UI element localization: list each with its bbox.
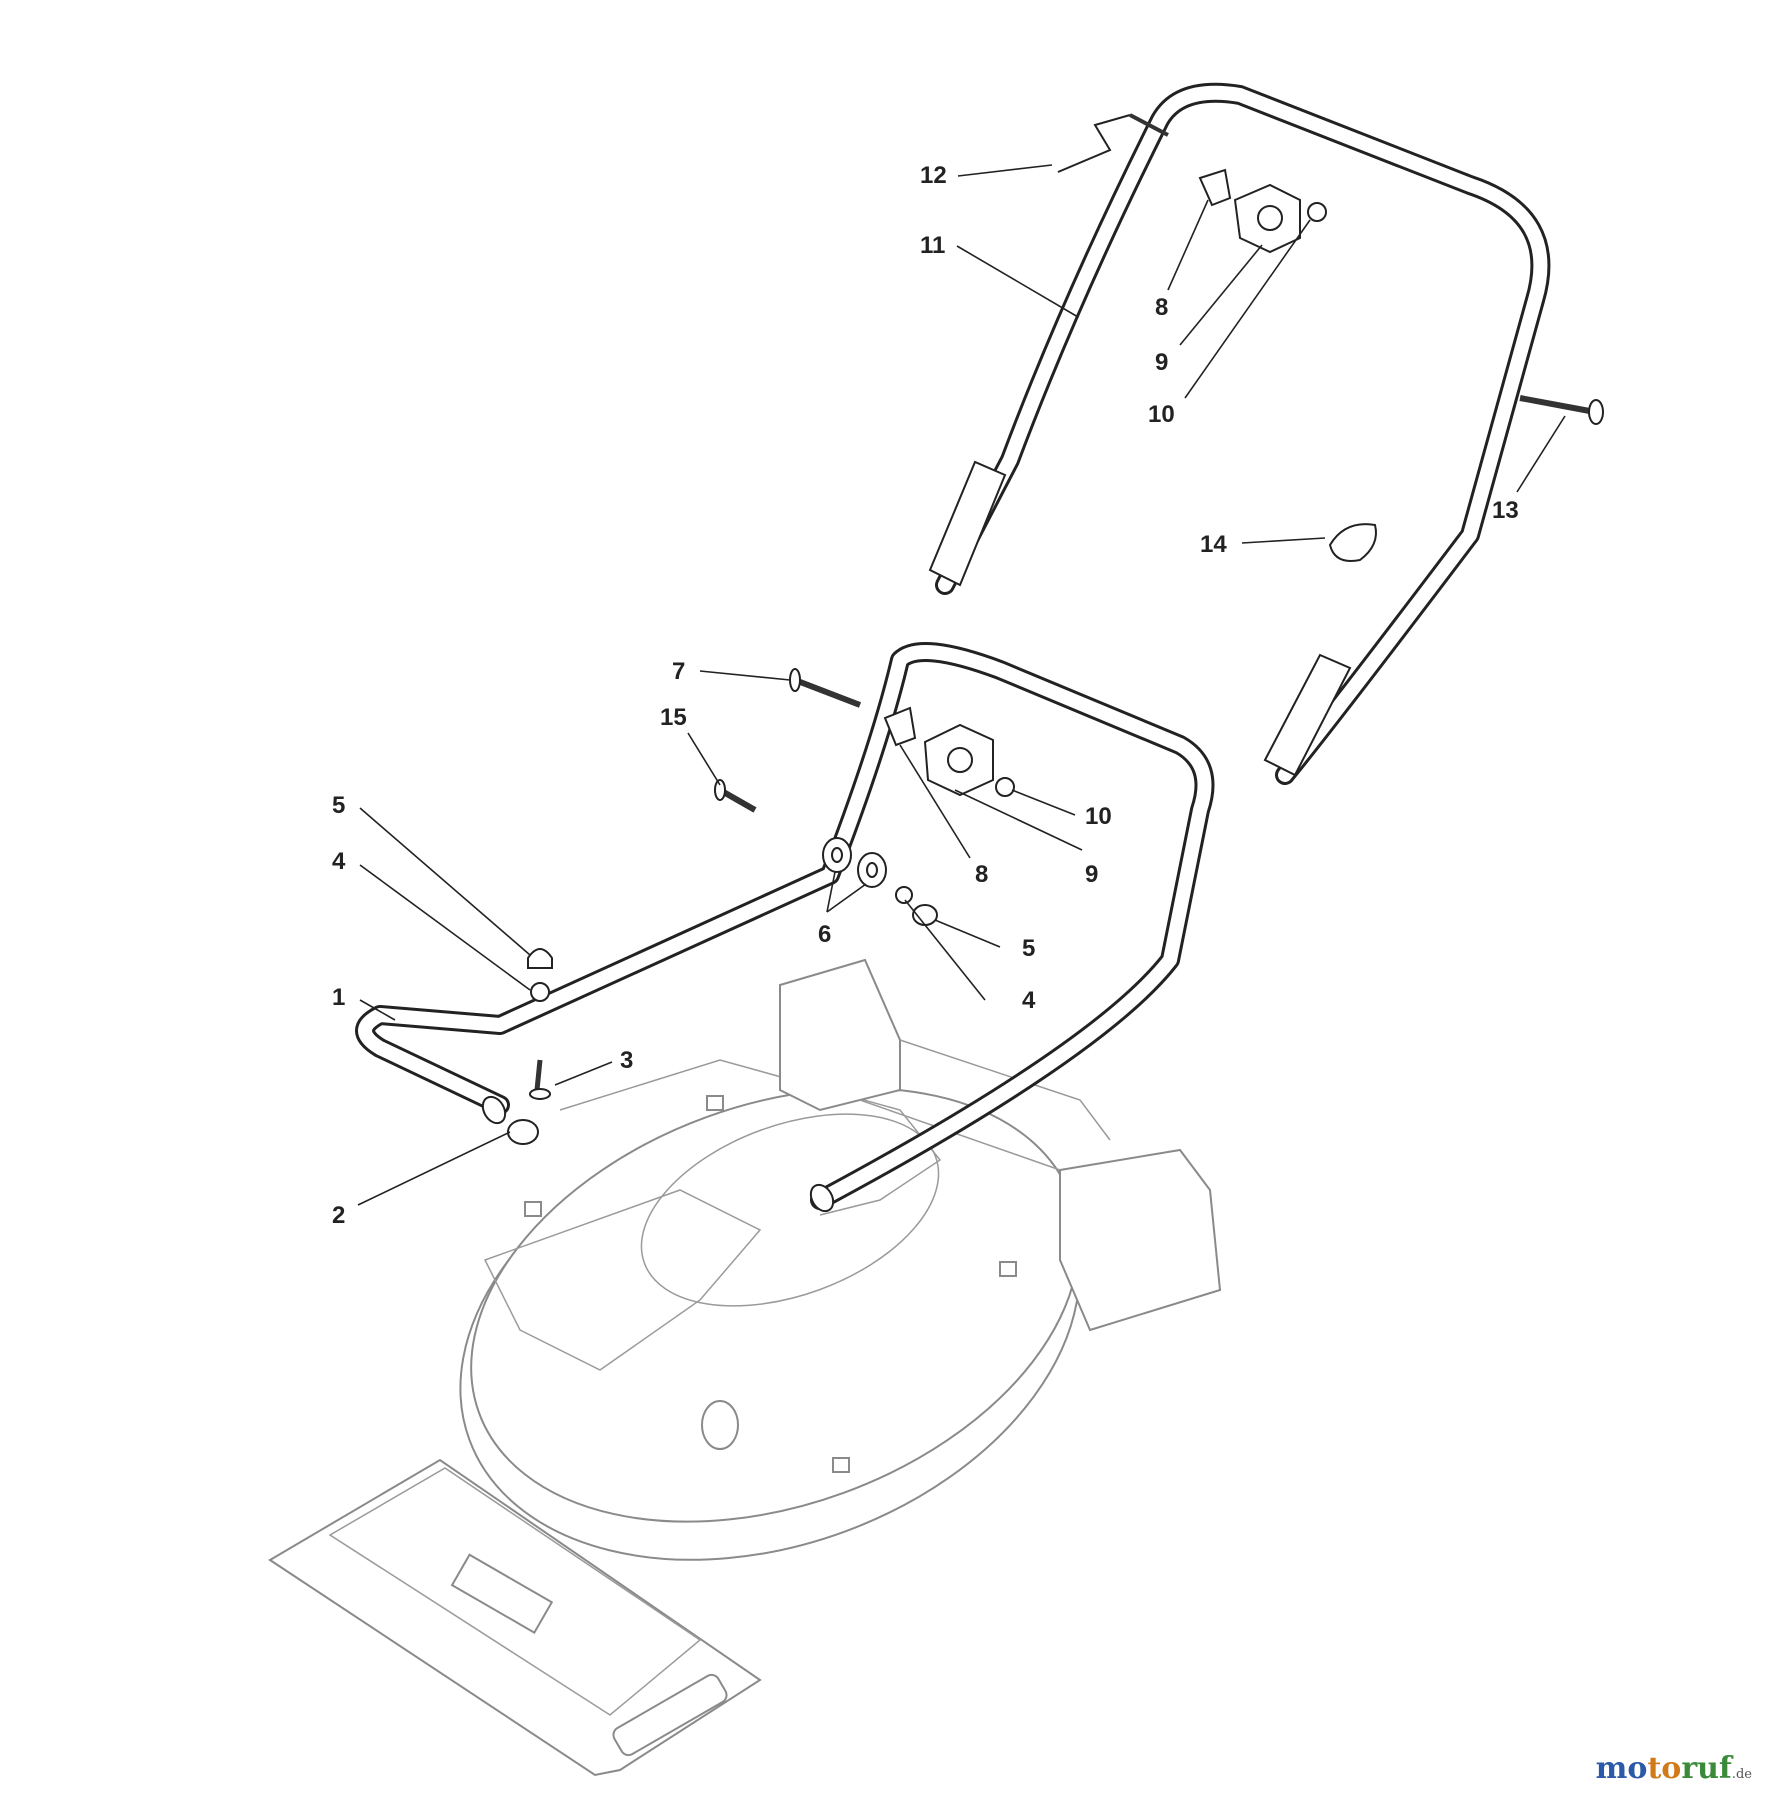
label-8-upper: 8 [1155, 294, 1168, 321]
label-4-left: 4 [332, 848, 346, 875]
watermark-part2: to [1647, 1751, 1682, 1786]
label-9-upper: 9 [1155, 349, 1168, 376]
label-1: 1 [332, 984, 345, 1011]
label-14: 14 [1200, 531, 1227, 558]
watermark-part3: ruf [1681, 1751, 1732, 1786]
mower-deck [268, 958, 1222, 1777]
part-labels: 1 2 3 4 4 5 5 6 7 8 8 9 9 10 10 11 12 13… [332, 162, 1519, 1229]
watermark-part1: mo [1595, 1751, 1648, 1786]
label-5-right: 5 [1022, 935, 1035, 962]
label-3: 3 [620, 1047, 633, 1074]
label-9-lower: 9 [1085, 861, 1098, 888]
watermark-logo: motoruf.de [1596, 1751, 1752, 1786]
label-6: 6 [818, 921, 831, 948]
small-parts [507, 113, 1604, 1145]
label-7: 7 [672, 658, 685, 685]
label-10-upper: 10 [1148, 401, 1175, 428]
label-2: 2 [332, 1202, 345, 1229]
label-10-lower: 10 [1085, 803, 1112, 830]
label-5-left: 5 [332, 792, 345, 819]
watermark-tld: .de [1731, 1767, 1752, 1782]
label-4-right: 4 [1022, 987, 1036, 1014]
leader-lines [357, 164, 1566, 1206]
upper-handle [928, 82, 1551, 785]
label-11: 11 [920, 232, 945, 259]
label-8-lower: 8 [975, 861, 988, 888]
lower-handle [355, 642, 1215, 1213]
label-13: 13 [1492, 497, 1519, 524]
label-15: 15 [660, 704, 687, 731]
label-12: 12 [920, 162, 947, 189]
